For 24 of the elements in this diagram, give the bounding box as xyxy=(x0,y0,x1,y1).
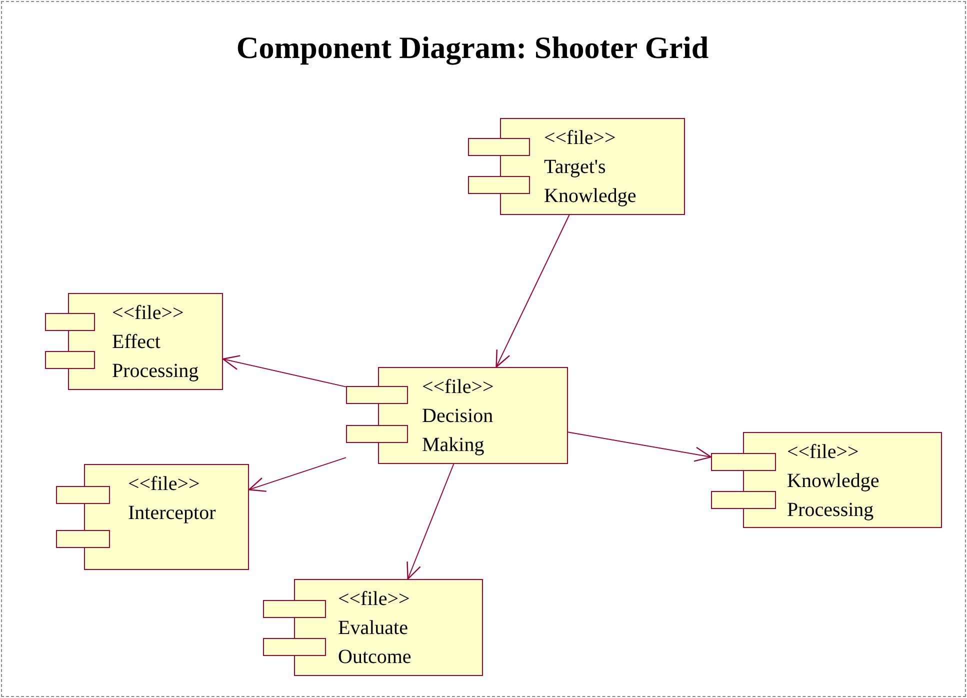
stereotype-label: <<file>> xyxy=(422,375,495,400)
component-name: Knowledge Processing xyxy=(787,469,880,523)
stereotype-label: <<file>> xyxy=(338,587,411,612)
stereotype-label: <<file>> xyxy=(112,301,185,326)
component-name: Decision Making xyxy=(422,404,494,458)
dependency-arrow xyxy=(406,464,454,580)
component-box xyxy=(711,432,942,528)
component-box xyxy=(263,579,483,676)
dependency-arrow xyxy=(496,214,570,368)
component-box xyxy=(468,118,685,215)
component-box xyxy=(56,464,249,570)
dependency-arrow xyxy=(568,432,712,462)
stereotype-label: <<file>> xyxy=(544,126,617,151)
stereotype-label: <<file>> xyxy=(787,440,860,465)
component-box xyxy=(45,293,223,390)
component-name: Effect Processing xyxy=(112,330,200,384)
dependency-arrow xyxy=(248,457,346,492)
component-name: Target's Knowledge xyxy=(544,155,638,209)
component-name: Evaluate Outcome xyxy=(338,616,412,670)
component-box xyxy=(346,367,568,464)
dependency-arrow xyxy=(222,355,346,388)
component-name: Interceptor xyxy=(128,501,217,526)
diagram-title: Component Diagram: Shooter Grid xyxy=(235,30,710,66)
stereotype-label: <<file>> xyxy=(128,472,201,497)
